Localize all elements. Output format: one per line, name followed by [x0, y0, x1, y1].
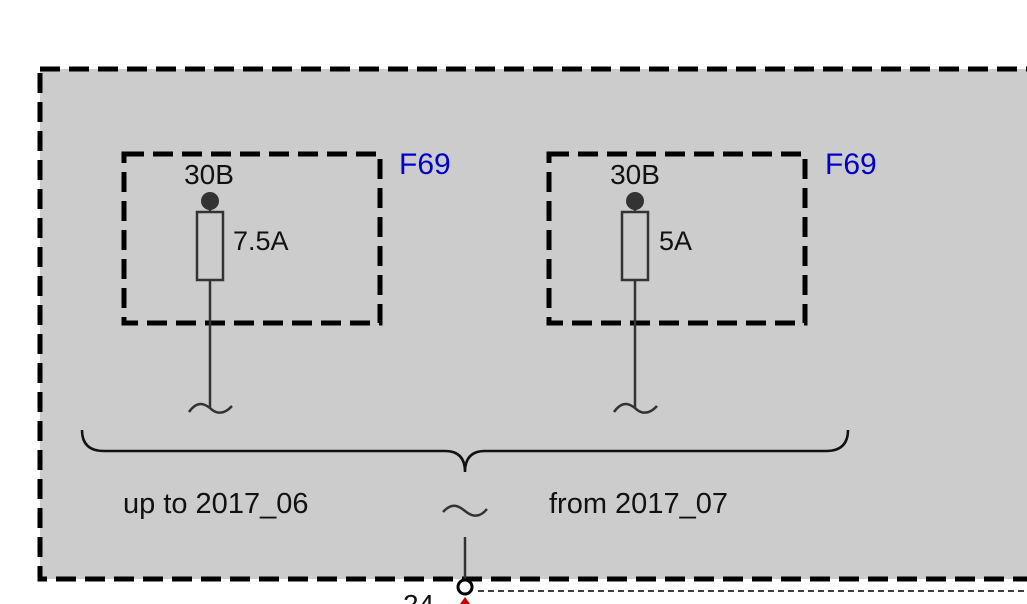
wire-break-right [612, 402, 658, 414]
variant-label-left: up to 2017_06 [123, 488, 308, 520]
variant-label-right: from 2017_07 [549, 488, 728, 520]
fuse-block-left: F69 30B 7.5A [121, 148, 451, 414]
fuse-housing-left [121, 151, 383, 326]
fuse-rating-right: 5A [659, 226, 692, 256]
fuse-terminal-label-right: 30B [610, 159, 660, 190]
connector-pin-number: 24 [403, 589, 434, 604]
fuse-block-right: F69 30B 5A [546, 148, 877, 414]
fuse-designator-left: F69 [399, 148, 451, 181]
module-enclosure [37, 66, 1027, 582]
fuse-designator-right: F69 [825, 148, 877, 181]
fuse-housing-right [546, 151, 808, 326]
wire-break-common [442, 504, 488, 517]
fuse-terminal-label-left: 30B [184, 159, 234, 190]
fuse-rating-left: 7.5A [233, 226, 289, 256]
connector-marker [460, 597, 470, 604]
connector-pin-circle [456, 578, 474, 596]
wire-break-left [187, 402, 233, 414]
variant-brace [80, 429, 850, 473]
